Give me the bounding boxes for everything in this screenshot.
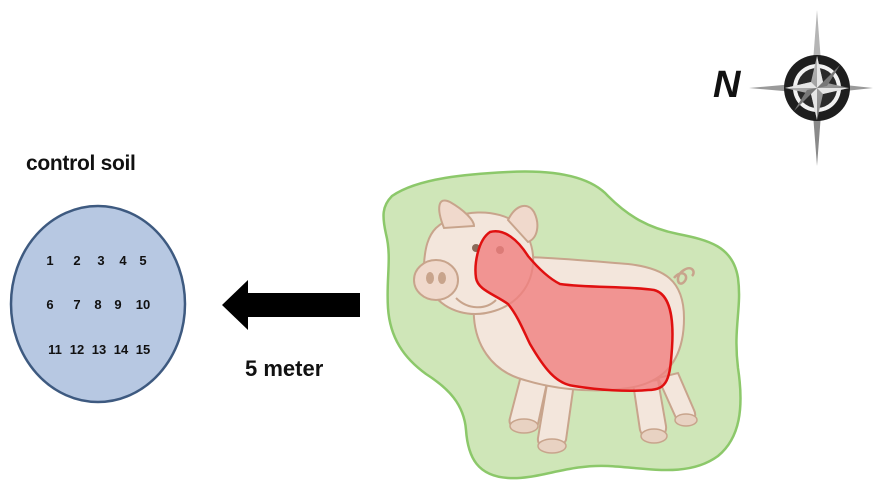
pig-illustration-icon [378,168,758,490]
sample-6: 6 [37,297,63,312]
control-soil-plot: 1 2 3 4 5 6 7 8 9 10 11 12 13 14 15 [8,203,192,405]
sample-1: 1 [37,253,63,268]
control-soil-title: control soil [26,152,136,176]
sample-9: 9 [105,297,131,312]
sample-15: 15 [130,342,156,357]
compass-rose-icon [745,8,875,168]
sample-2: 2 [64,253,90,268]
left-arrow-icon [220,278,362,334]
distance-label: 5 meter [245,356,323,382]
north-label: N [713,64,740,107]
sample-10: 10 [130,297,156,312]
sample-5: 5 [130,253,156,268]
